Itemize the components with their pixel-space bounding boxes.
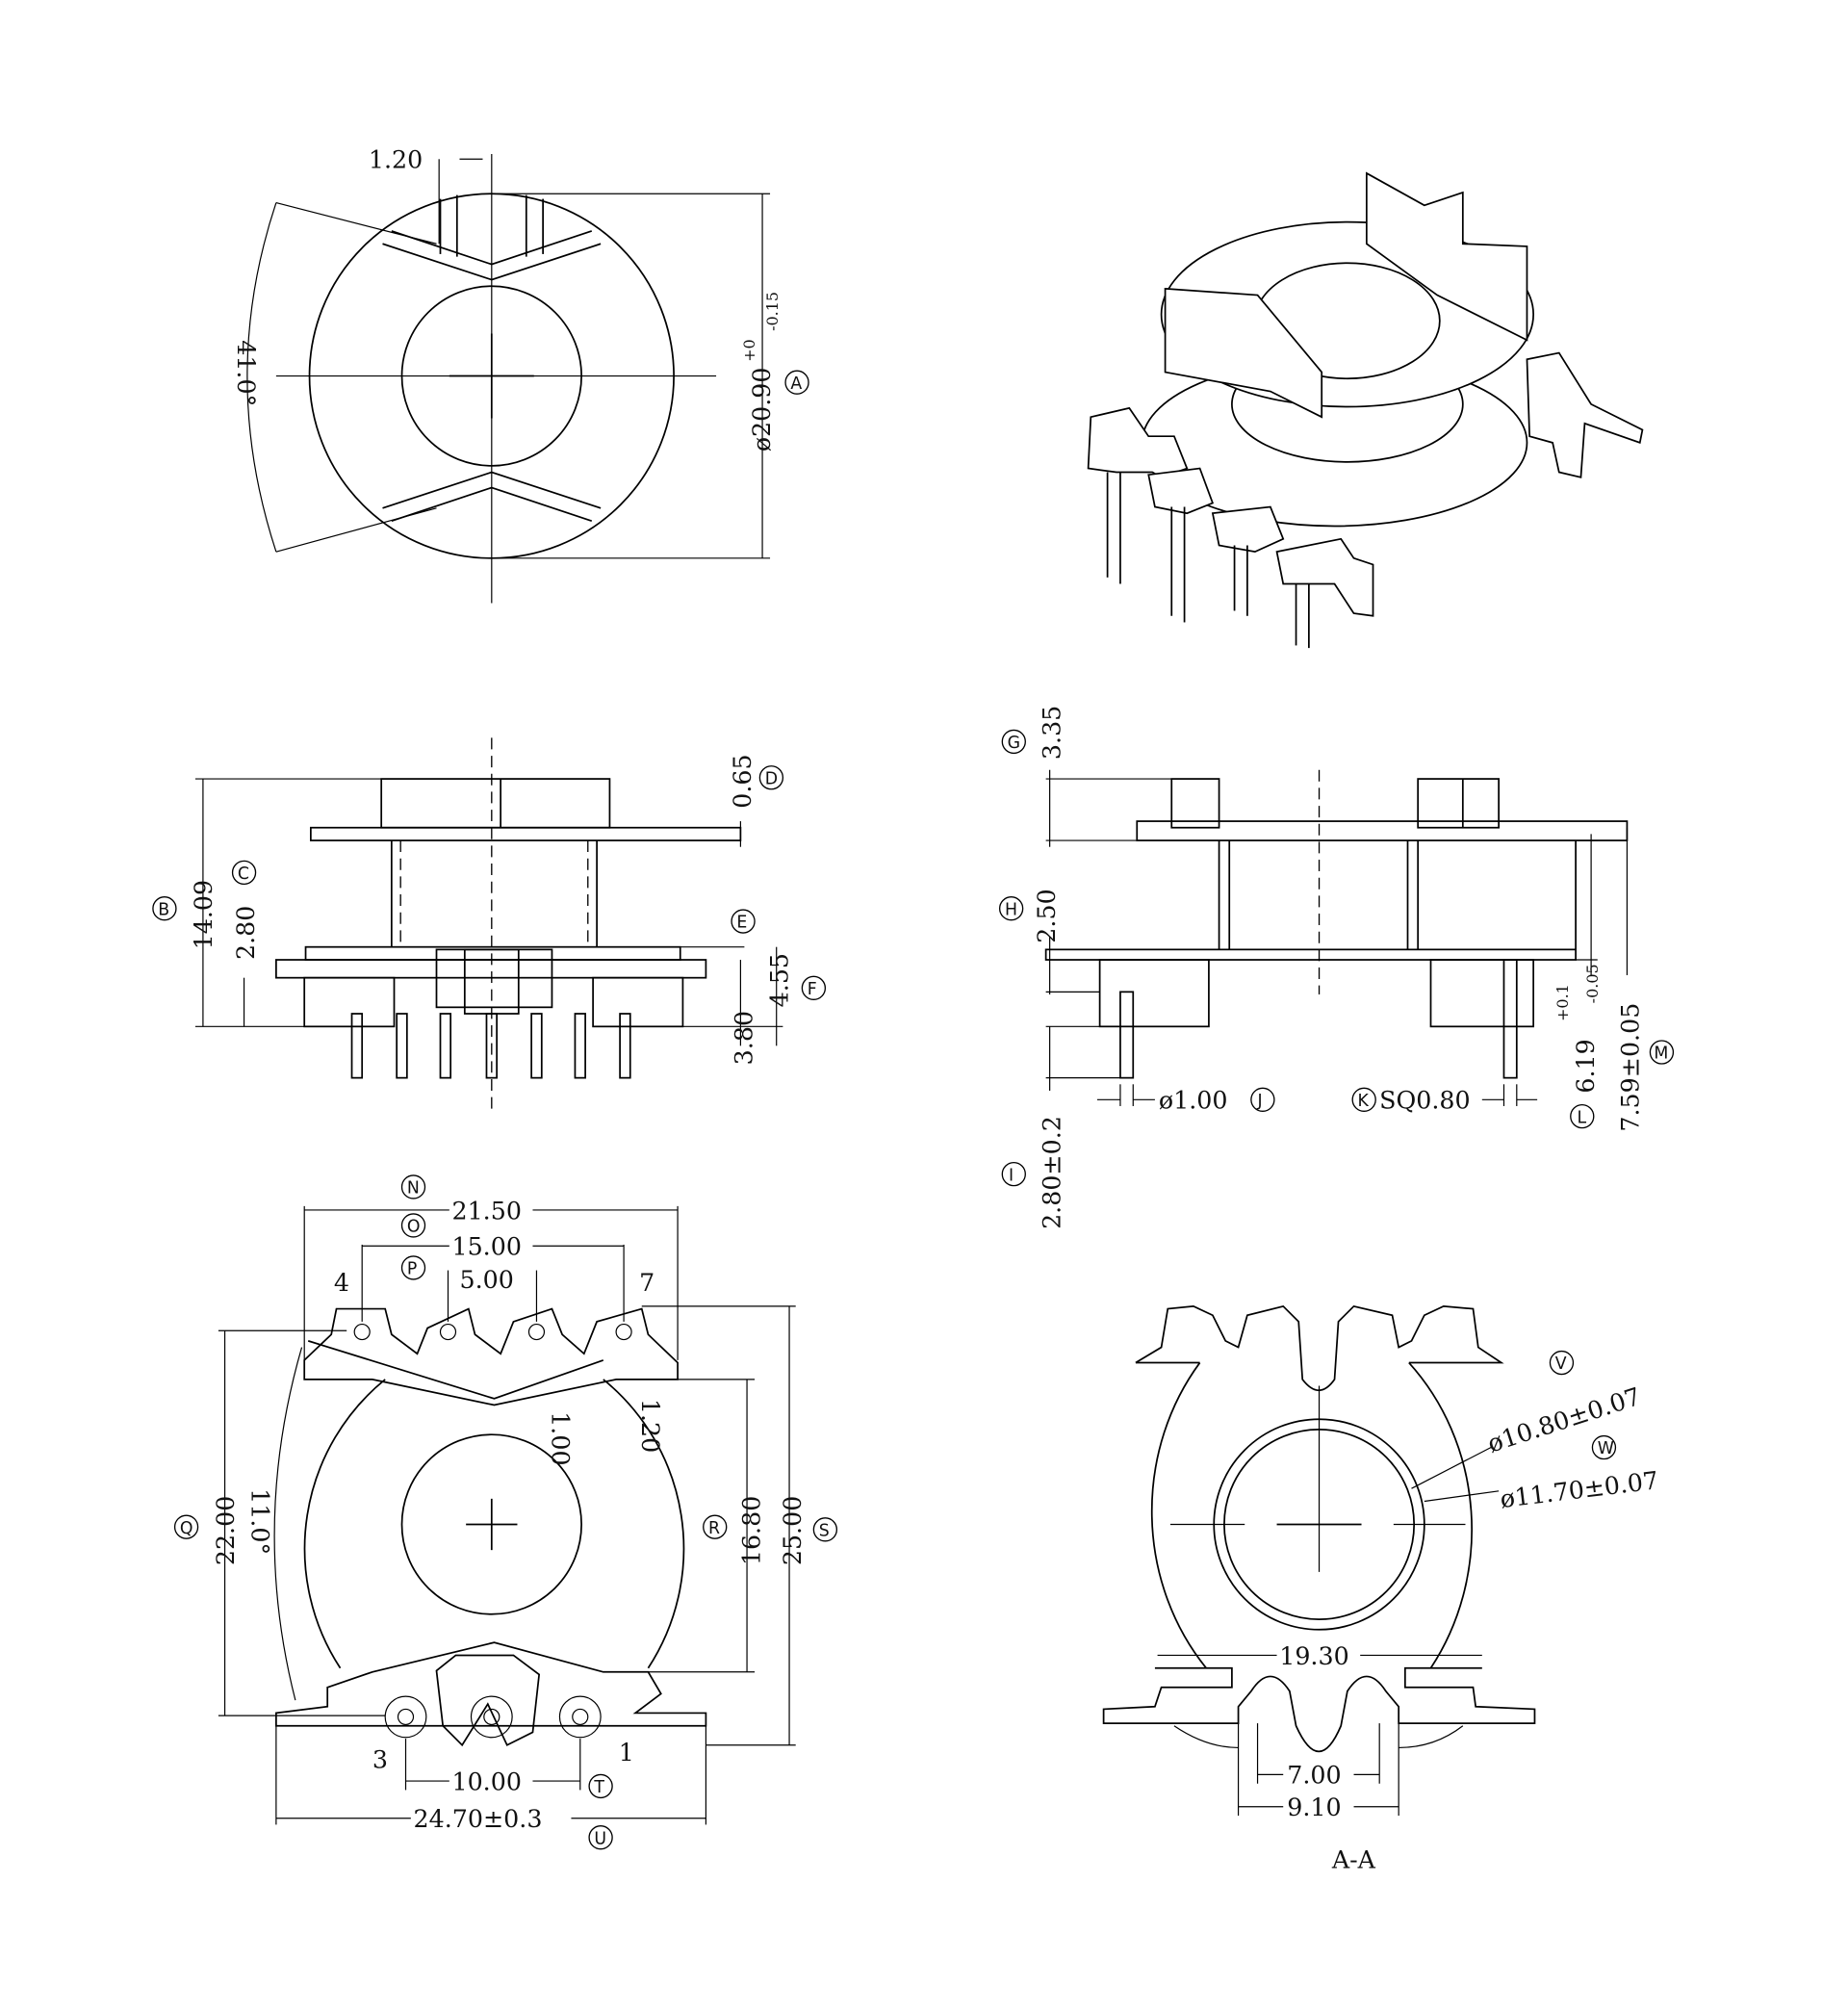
callout-e: E bbox=[731, 909, 756, 934]
svg-text:S: S bbox=[819, 1521, 830, 1540]
dim-inner-dia: ø10.80±0.07 bbox=[1484, 1381, 1644, 1458]
dim-inner-height: 6.19 bbox=[1571, 1039, 1600, 1093]
callout-n: N bbox=[400, 1174, 426, 1199]
callout-g: G bbox=[1001, 729, 1026, 755]
callout-h: H bbox=[998, 896, 1024, 921]
svg-text:G: G bbox=[1008, 734, 1020, 753]
dim-pin-pitch-top: 5.00 bbox=[459, 1265, 513, 1294]
pin-label-7: 7 bbox=[639, 1268, 654, 1297]
dim-slot-inner: 7.00 bbox=[1287, 1761, 1341, 1790]
pin-label-3: 3 bbox=[372, 1745, 388, 1774]
svg-text:P: P bbox=[407, 1260, 417, 1279]
callout-j: J bbox=[1250, 1087, 1275, 1112]
callout-c: C bbox=[231, 860, 257, 886]
callout-p: P bbox=[400, 1255, 426, 1280]
callout-o: O bbox=[400, 1213, 426, 1238]
svg-text:O: O bbox=[407, 1218, 421, 1237]
callout-s: S bbox=[812, 1517, 838, 1542]
svg-text:T: T bbox=[593, 1778, 604, 1797]
bottom-view: 21.50 N 15.00 O 5.00 P 4 7 3 1 22.00 Q 1… bbox=[173, 1174, 838, 1850]
svg-text:L: L bbox=[1577, 1108, 1586, 1127]
front-view: 3.35 G 2.50 H 2.80±0.2 I ø1.00 J K SQ0.8… bbox=[998, 706, 1675, 1229]
dim-slot-a: 1.00 bbox=[546, 1411, 575, 1465]
svg-text:A: A bbox=[790, 374, 802, 394]
callout-f: F bbox=[801, 975, 827, 1001]
dim-width-top: 21.50 bbox=[451, 1196, 521, 1225]
section-label: A-A bbox=[1331, 1845, 1376, 1874]
svg-text:K: K bbox=[1358, 1092, 1370, 1111]
dim-outer-height: 7.59±0.05 bbox=[1615, 1003, 1644, 1132]
callout-u: U bbox=[588, 1825, 613, 1850]
dim-outer-dia: ø11.70±0.07 bbox=[1499, 1465, 1660, 1513]
callout-b: B bbox=[152, 896, 177, 921]
svg-text:I: I bbox=[1009, 1166, 1014, 1185]
dim-pin-length: 2.80±0.2 bbox=[1037, 1116, 1065, 1229]
dim-diameter-tol-upper: +0 bbox=[740, 339, 758, 362]
svg-text:J: J bbox=[1257, 1092, 1263, 1111]
pin-label-1: 1 bbox=[619, 1738, 634, 1767]
callout-a: A bbox=[784, 370, 809, 395]
dim-top-block: 3.35 bbox=[1037, 706, 1065, 760]
dim-base-height: 3.80 bbox=[729, 1011, 757, 1065]
svg-text:Q: Q bbox=[180, 1519, 193, 1538]
svg-text:N: N bbox=[407, 1179, 420, 1199]
dim-core-height: 16.80 bbox=[736, 1496, 765, 1565]
dim-height-left: 22.00 bbox=[211, 1496, 240, 1565]
callout-d: D bbox=[758, 765, 784, 790]
callout-m: M bbox=[1649, 1040, 1675, 1065]
callout-l: L bbox=[1570, 1103, 1595, 1129]
dim-winding: 2.50 bbox=[1032, 889, 1061, 942]
svg-text:C: C bbox=[238, 864, 249, 884]
side-pins bbox=[350, 1013, 631, 1079]
svg-text:M: M bbox=[1654, 1045, 1668, 1064]
callout-k: K bbox=[1351, 1087, 1376, 1112]
callout-w: W bbox=[1591, 1434, 1617, 1460]
svg-text:F: F bbox=[808, 980, 817, 999]
callout-t: T bbox=[588, 1773, 613, 1799]
svg-text:H: H bbox=[1005, 900, 1017, 919]
svg-text:V: V bbox=[1555, 1354, 1567, 1374]
svg-text:R: R bbox=[708, 1519, 720, 1538]
dim-base-total: 4.55 bbox=[765, 953, 794, 1007]
dim-inner-height-tol-upper: +0.1 bbox=[1553, 984, 1572, 1021]
dim-pin-span-top: 15.00 bbox=[451, 1232, 521, 1261]
dim-width-bottom: 24.70±0.3 bbox=[414, 1804, 543, 1833]
section-view: ø10.80±0.07 V ø11.70±0.07 W 19.30 7.00 9… bbox=[1102, 1304, 1660, 1874]
dim-angle-bottom: 11.0° bbox=[246, 1488, 275, 1555]
dim-flange-gap: 2.80 bbox=[231, 906, 260, 960]
dim-total-height-bottom: 25.00 bbox=[778, 1496, 807, 1565]
dim-slot-b: 1.20 bbox=[636, 1399, 665, 1453]
callout-i: I bbox=[1001, 1161, 1026, 1187]
dim-diameter: ø20.90 bbox=[747, 367, 776, 451]
dim-pin-span-bottom: 10.00 bbox=[451, 1767, 521, 1795]
pin-label-4: 4 bbox=[334, 1268, 349, 1297]
callout-v: V bbox=[1549, 1350, 1575, 1376]
svg-text:U: U bbox=[594, 1829, 606, 1848]
dim-inner-height-tol-lower: -0.05 bbox=[1583, 964, 1602, 1003]
side-view: 14.09 B 2.80 C 0.65 D E 3.80 4.55 F bbox=[152, 737, 827, 1110]
isometric-view bbox=[1087, 171, 1644, 649]
dim-pin-dia: ø1.00 bbox=[1159, 1086, 1228, 1115]
dim-flange-thickness: 0.65 bbox=[728, 754, 757, 808]
top-view: 1.20 41.0° ø20.90 +0 -0.15 A bbox=[232, 145, 809, 604]
dim-slot-width: 1.20 bbox=[369, 145, 423, 174]
dim-slot-outer: 9.10 bbox=[1287, 1793, 1341, 1821]
callout-r: R bbox=[703, 1514, 728, 1539]
dim-pin-square: SQ0.80 bbox=[1379, 1086, 1470, 1115]
svg-text:D: D bbox=[765, 769, 778, 788]
svg-text:E: E bbox=[736, 914, 747, 933]
dim-section-width: 19.30 bbox=[1279, 1641, 1348, 1670]
svg-text:W: W bbox=[1598, 1439, 1614, 1458]
dim-total-height: 14.09 bbox=[189, 880, 218, 949]
svg-text:B: B bbox=[158, 900, 169, 919]
callout-q: Q bbox=[173, 1514, 199, 1539]
dim-angle-top: 41.0° bbox=[232, 340, 261, 406]
dim-diameter-tol-lower: -0.15 bbox=[763, 292, 782, 331]
